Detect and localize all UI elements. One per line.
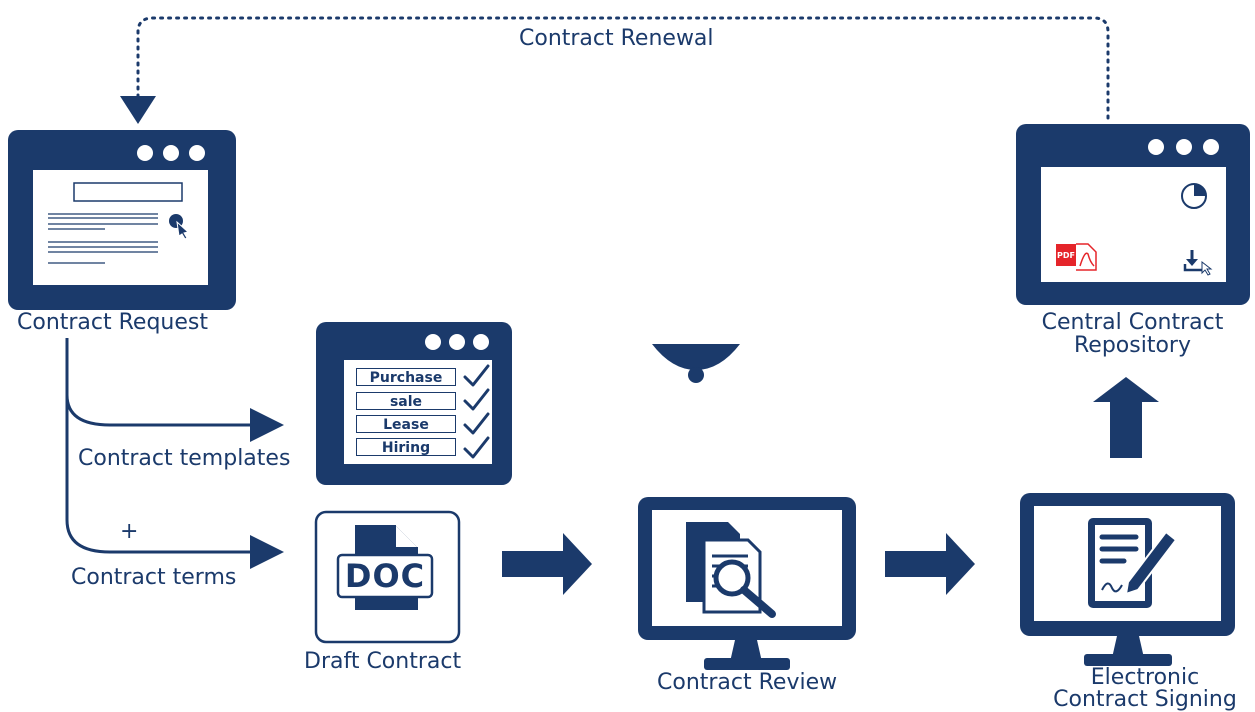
renewal-label: Contract Renewal	[519, 26, 714, 51]
contract-review-monitor	[638, 497, 856, 670]
pdf-icon	[1056, 243, 1097, 271]
plus-label: +	[120, 519, 139, 544]
doc-badge: DOC	[344, 557, 426, 595]
signing-label-line1: Electronic	[1090, 665, 1200, 690]
magnifier-icon	[686, 522, 776, 618]
flow-arrow-draft-review	[502, 533, 592, 595]
template-item-lease[interactable]: Lease	[356, 415, 456, 433]
draft-label: Draft Contract	[304, 649, 462, 674]
template-item-purchase[interactable]: Purchase	[356, 368, 456, 386]
checkmark-icon	[463, 364, 490, 459]
signing-monitor	[1020, 493, 1235, 666]
template-item-hiring[interactable]: Hiring	[356, 438, 456, 456]
templates-label: Contract templates	[78, 446, 291, 471]
repository-window	[1016, 124, 1250, 305]
branch-connectors	[65, 338, 252, 554]
download-icon	[1183, 250, 1213, 276]
templates-arrowhead	[250, 408, 284, 442]
review-label: Contract Review	[657, 670, 838, 695]
request-label: Contract Request	[17, 310, 208, 335]
template-item-sale[interactable]: sale	[356, 392, 456, 410]
request-input	[73, 182, 183, 202]
renewal-loop	[120, 16, 1110, 124]
renewal-arrowhead	[120, 96, 156, 124]
signing-label-line2: Contract Signing	[1053, 687, 1237, 712]
draft-contract-card	[314, 510, 461, 644]
drop-shape	[652, 344, 740, 383]
repository-label-line1: Central Contract	[1041, 310, 1224, 335]
document-icon	[336, 525, 434, 610]
terms-arrowhead	[250, 535, 284, 569]
search-cursor-icon	[169, 214, 190, 240]
terms-label: Contract terms	[71, 565, 237, 590]
signature-icon	[1088, 518, 1178, 608]
flow-arrow-review-signing	[885, 533, 975, 595]
pie-chart-icon	[1181, 183, 1207, 209]
repository-label-line2: Repository	[1074, 333, 1191, 358]
flow-arrow-signing-repository	[1093, 377, 1159, 458]
pdf-badge: PDF	[1057, 251, 1075, 260]
contract-request-window	[8, 130, 236, 310]
